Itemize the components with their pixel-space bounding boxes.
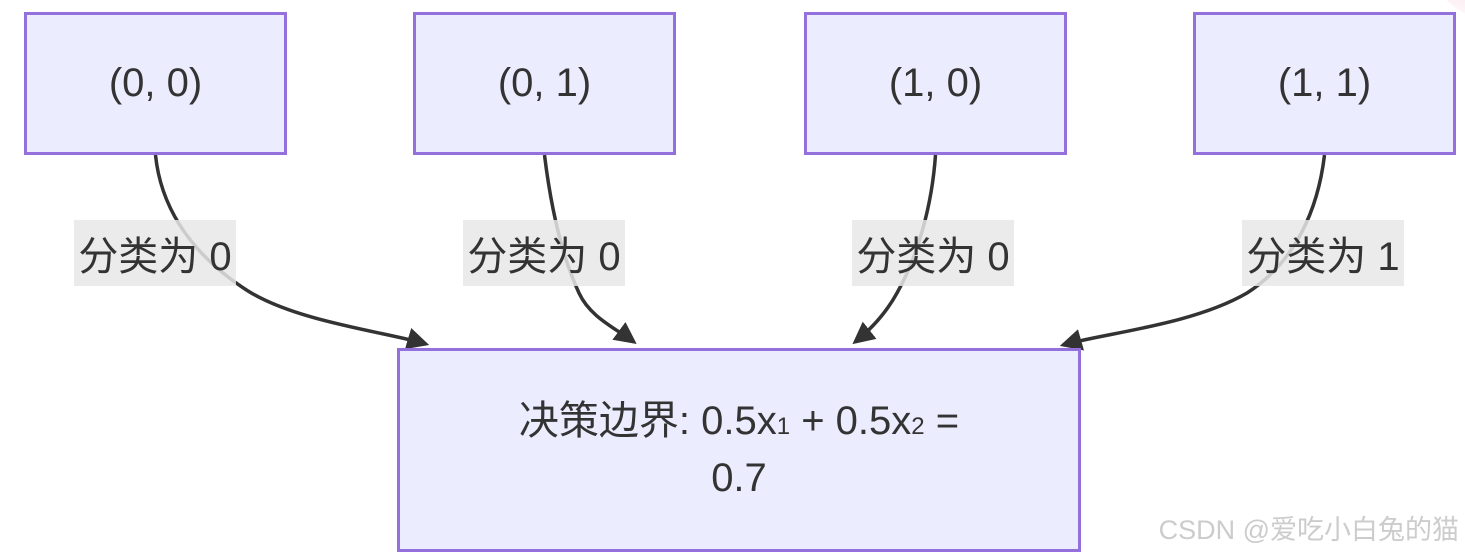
edge-path-4	[1059, 154, 1327, 351]
node-decision-boundary: 决策边界: 0.5x1 + 0.5x2 = 0.7	[397, 348, 1081, 552]
subscript-1: 1	[776, 413, 791, 441]
formula-suffix: =	[924, 399, 960, 444]
decision-boundary-line1: 决策边界: 0.5x1 + 0.5x2 =	[519, 393, 959, 450]
node-label: (0, 0)	[108, 61, 203, 105]
node-0-0: (0, 0)	[24, 12, 287, 155]
csdn-watermark: CSDN @爱吃小白兔的猫	[1158, 515, 1459, 545]
node-1-0: (1, 0)	[804, 12, 1067, 155]
edge-path-2	[542, 154, 637, 344]
subscript-2: 2	[911, 413, 925, 441]
node-label: (1, 1)	[1277, 61, 1372, 105]
node-1-1: (1, 1)	[1193, 12, 1456, 155]
edge-path-1	[153, 154, 430, 350]
edge-label-classified-0: 分类为 0	[74, 220, 236, 286]
edge-label-classified-0: 分类为 0	[852, 220, 1014, 286]
edge-label-classified-0: 分类为 0	[463, 220, 625, 286]
decision-boundary-line2: 0.7	[711, 456, 767, 500]
formula-mid: + 0.5x	[790, 399, 912, 444]
node-label: (1, 0)	[888, 61, 983, 105]
node-0-1: (0, 1)	[413, 12, 676, 155]
formula-prefix: 决策边界: 0.5x	[518, 399, 777, 444]
node-label: (0, 1)	[497, 61, 592, 105]
edge-label-classified-1: 分类为 1	[1242, 220, 1404, 286]
